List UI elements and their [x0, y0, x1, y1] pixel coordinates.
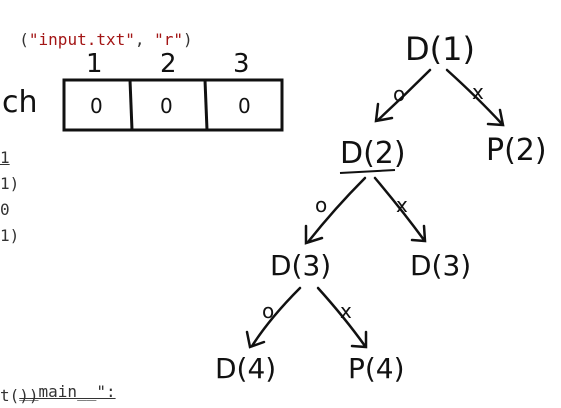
edge-label-d2-right: x: [396, 193, 408, 217]
tree-node-d4: D(4): [215, 352, 276, 385]
code-side-line-2: 1): [0, 174, 20, 193]
mode-string: "r": [154, 30, 184, 49]
edge-d2-to-d3-right: [373, 176, 426, 242]
code-line-open-call: ("input.txt", "r"): [0, 10, 193, 50]
code-side-line-4: 1): [0, 226, 20, 245]
code-main-guard: __main__":: [0, 362, 116, 402]
edge-d3-to-p4: [316, 286, 367, 348]
tree-node-d3-left: D(3): [270, 249, 331, 282]
tree-node-p2: P(2): [486, 133, 547, 168]
code-last-line: t()): [0, 386, 39, 405]
arg-separator: ,: [134, 30, 155, 49]
paren-open: (: [19, 30, 29, 49]
arrowhead-d2-d3: [304, 224, 324, 245]
arrowhead-root-d2: [374, 102, 394, 123]
arrowhead-d3-d4: [245, 330, 266, 349]
array-box: [62, 78, 284, 132]
tree-node-d2-underline: [339, 169, 396, 174]
array-index-3: 3: [233, 49, 250, 79]
edge-label-root-left: o: [393, 82, 405, 106]
edge-label-d2-left: o: [315, 193, 327, 217]
edge-root-to-d2: [376, 68, 432, 122]
array-cell-3: 0: [238, 94, 251, 118]
edge-root-to-p2: [445, 68, 504, 126]
recursion-tree: D(1) D(2) P(2) D(3) D(3) D(4) P(4): [215, 30, 547, 385]
tree-node-d3-right: D(3): [410, 249, 471, 282]
array-sketch: ch 1 2 3 0 0 0: [2, 49, 284, 132]
arrowhead-d2-d3-right: [410, 224, 427, 243]
tree-node-p4: P(4): [348, 352, 405, 385]
edge-label-d3-left: o: [262, 299, 274, 323]
main-guard-text: __main__":: [19, 382, 116, 401]
edge-d2-to-d3: [306, 176, 367, 244]
filename-string: "input.txt": [28, 30, 135, 49]
array-cell-2: 0: [160, 94, 173, 118]
arrowhead-d3-p4: [350, 330, 368, 349]
array-label: ch: [2, 85, 38, 120]
array-index-2: 2: [160, 49, 177, 79]
tree-node-d2: D(2): [340, 136, 406, 171]
paren-close: ): [183, 30, 193, 49]
tree-edges: [245, 68, 505, 349]
edge-labels: o x o x o x: [262, 80, 484, 323]
arrowhead-root-p2: [486, 108, 505, 127]
array-index-1: 1: [86, 49, 103, 79]
array-divider-1: [128, 79, 134, 131]
code-side-line-1: 1: [0, 148, 10, 167]
tree-root-node: D(1): [405, 30, 475, 68]
edge-d3-to-d4: [250, 286, 302, 348]
array-cell-1: 0: [90, 94, 103, 118]
edge-label-root-right: x: [472, 80, 484, 104]
code-side-line-3: 0: [0, 200, 10, 219]
array-divider-2: [203, 79, 209, 131]
edge-label-d3-right: x: [340, 299, 352, 323]
